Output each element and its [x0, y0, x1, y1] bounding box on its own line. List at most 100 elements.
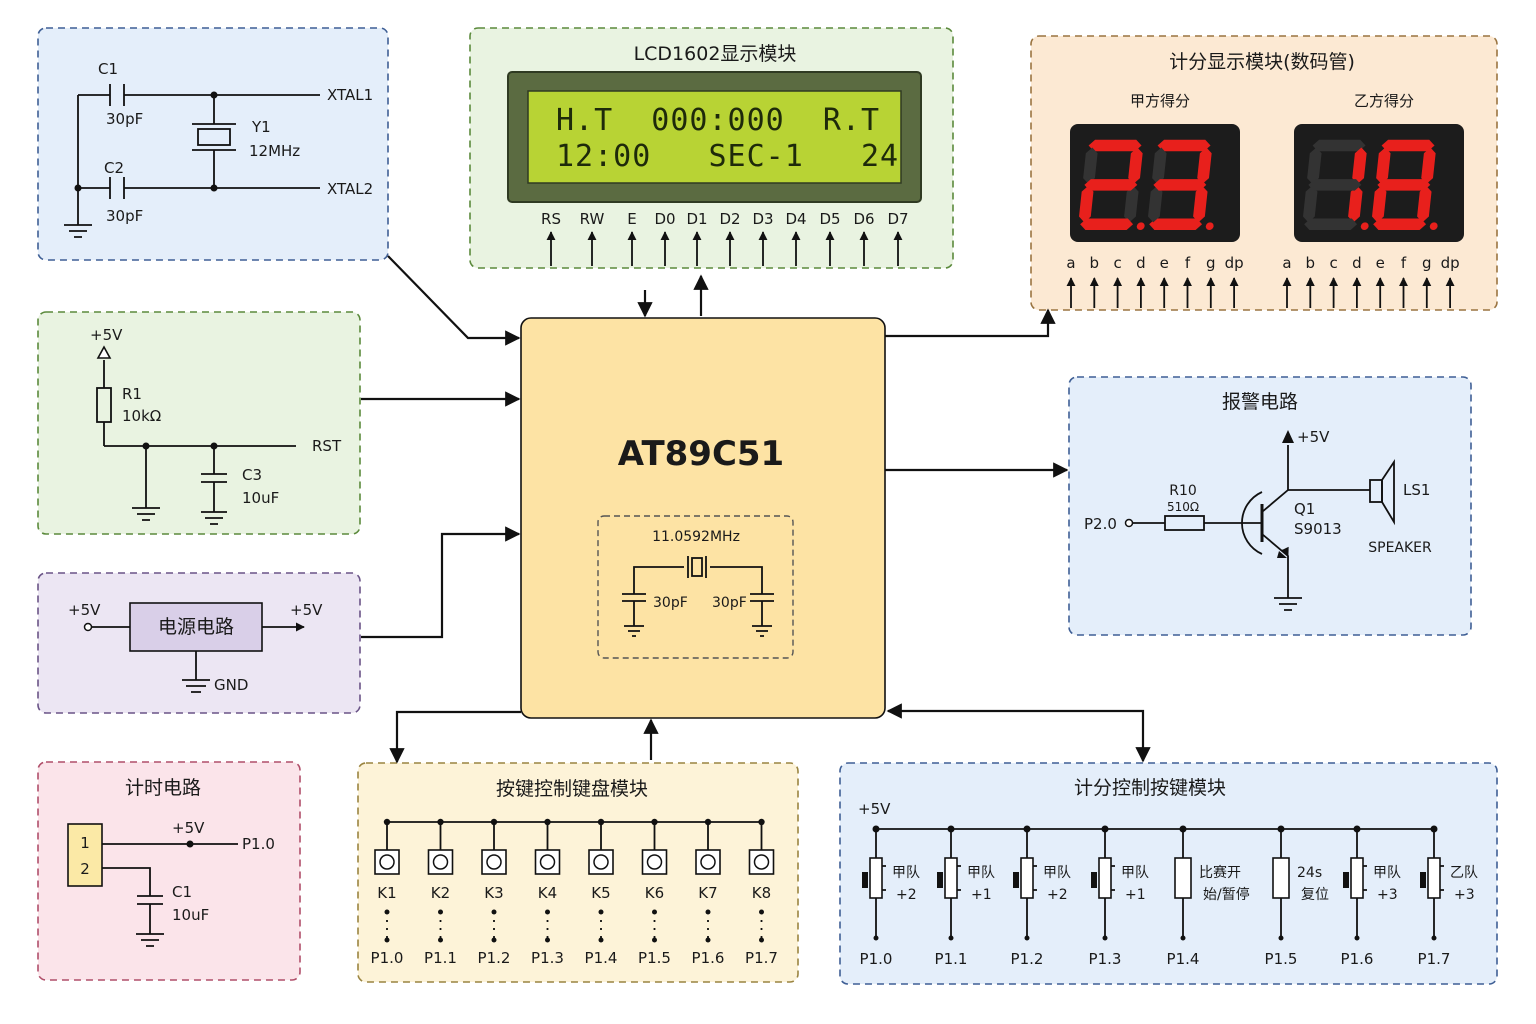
mcu-block: AT89C51 11.0592MHz 30pF 30pF: [520, 317, 886, 719]
mcu-name: AT89C51: [618, 434, 784, 474]
alarm-vcc-label: +5V: [1297, 428, 1330, 446]
key-port-label: P1.2: [478, 949, 511, 967]
ls1-label: LS1: [1403, 481, 1430, 499]
lcd-pin-d6: D6: [853, 210, 874, 228]
reset-vcc-label: +5V: [90, 326, 123, 344]
segment-f: [1083, 147, 1098, 184]
timer-title: 计时电路: [125, 777, 201, 799]
lcd-pin-d4: D4: [785, 210, 806, 228]
segment-pin-e: e: [1376, 254, 1385, 272]
segment-a: [1381, 139, 1435, 152]
score-keys-panel: 计分控制按键模块 +5V 甲队+2P1.0甲队+1P1.1甲队+2P1.2甲队+…: [839, 762, 1498, 985]
lcd-module-panel: LCD1602显示模块 H.T 000:000 R.T 12:00 SEC-1 …: [469, 27, 954, 269]
timer-pin1: 1: [80, 834, 90, 852]
score-key-port: P1.0: [860, 950, 893, 968]
r10-label: R10: [1169, 483, 1197, 499]
segment-e: [1148, 185, 1163, 223]
segment-dp: [1205, 222, 1214, 231]
segment-pin-b: b: [1090, 254, 1100, 272]
score-key-port: P1.4: [1167, 950, 1200, 968]
score-key-port: P1.2: [1011, 950, 1044, 968]
segment-pin-f: f: [1401, 254, 1407, 272]
score-key-1[interactable]: 甲队+2P1.0: [860, 825, 920, 969]
score-key-port: P1.7: [1418, 950, 1451, 968]
score-key-label: 乙队: [1450, 865, 1478, 881]
segment-c: [1193, 185, 1208, 223]
timer-pin2: 2: [80, 860, 90, 878]
segment-pin-c: c: [1113, 254, 1121, 272]
key-port-label: P1.4: [585, 949, 618, 967]
lcd-pin-d0: D0: [654, 210, 675, 228]
score-key-port: P1.1: [935, 950, 968, 968]
keypad-panel: 按键控制键盘模块 K1P1.0K2P1.1K3P1.2K4P1.3K5P1.4K…: [357, 762, 799, 983]
score-key-7[interactable]: 甲队 +3P1.6: [1341, 825, 1401, 969]
score-key-port: P1.5: [1265, 950, 1298, 968]
score-key-sublabel: 复位: [1301, 886, 1329, 903]
segment-pin-f: f: [1185, 254, 1191, 272]
lcd-pin-d7: D7: [887, 210, 908, 228]
timer-c1-label: C1: [172, 883, 192, 901]
score-keys-title: 计分控制按键模块: [1074, 777, 1226, 799]
segment-pin-e: e: [1160, 254, 1169, 272]
segment-f: [1152, 147, 1167, 184]
segment-e: [1372, 185, 1387, 223]
score-key-label: 甲队: [1373, 865, 1401, 881]
lcd-pin-d2: D2: [719, 210, 740, 228]
key-label: K2: [431, 884, 450, 902]
q1-label: Q1: [1294, 500, 1315, 518]
key-label: K3: [484, 884, 503, 902]
score-key-4[interactable]: 甲队+1P1.3: [1089, 825, 1149, 969]
score-key-8[interactable]: 乙队 +3P1.7: [1418, 825, 1478, 969]
segment-dp: [1360, 222, 1369, 231]
rst-label: RST: [312, 437, 342, 455]
segment-b: [1352, 147, 1367, 184]
c2-value: 30pF: [106, 207, 143, 225]
key-port-label: P1.3: [531, 949, 564, 967]
c3-value: 10uF: [242, 489, 279, 507]
segment-a: [1088, 139, 1142, 152]
q1-model: S9013: [1294, 520, 1342, 538]
score-display-title: 计分显示模块(数码管): [1169, 51, 1355, 73]
key-label: K4: [538, 884, 557, 902]
score-key-2[interactable]: 甲队+1P1.1: [935, 825, 995, 969]
lcd-pin-e: E: [627, 210, 636, 228]
score-key-3[interactable]: 甲队+2P1.2: [1011, 825, 1071, 969]
key-port-label: P1.6: [692, 949, 725, 967]
score-key-sublabel: +3: [1377, 887, 1398, 903]
speaker-label: SPEAKER: [1368, 540, 1432, 556]
gnd-label: GND: [214, 676, 248, 694]
key-label: K5: [591, 884, 610, 902]
lcd-pin-d1: D1: [686, 210, 707, 228]
score-key-sublabel: +3: [1454, 887, 1475, 903]
score-key-port: P1.6: [1341, 950, 1374, 968]
lcd-screen: [527, 90, 902, 184]
r1-label: R1: [122, 385, 142, 403]
segment-b: [1128, 147, 1143, 184]
segment-f: [1307, 147, 1322, 184]
power-vout-label: +5V: [290, 601, 323, 619]
segment-pin-a: a: [1282, 254, 1291, 272]
score-key-label: 甲队: [967, 865, 995, 881]
key-label: K6: [645, 884, 664, 902]
lcd-pin-rw: RW: [580, 210, 605, 228]
segment-pin-a: a: [1066, 254, 1075, 272]
crystal-circuit-panel: C1 30pF C2 30pF Y1 12MHz XTAL1 XTAL2: [37, 27, 389, 261]
score-keys-row: 甲队+2P1.0甲队+1P1.1 甲队+2P1.2 甲队+1P1.3 比赛开始/暂停P…: [860, 825, 1478, 969]
segment-a: [1312, 139, 1366, 152]
segment-d: [1373, 218, 1427, 231]
segment-d: [1304, 218, 1358, 231]
